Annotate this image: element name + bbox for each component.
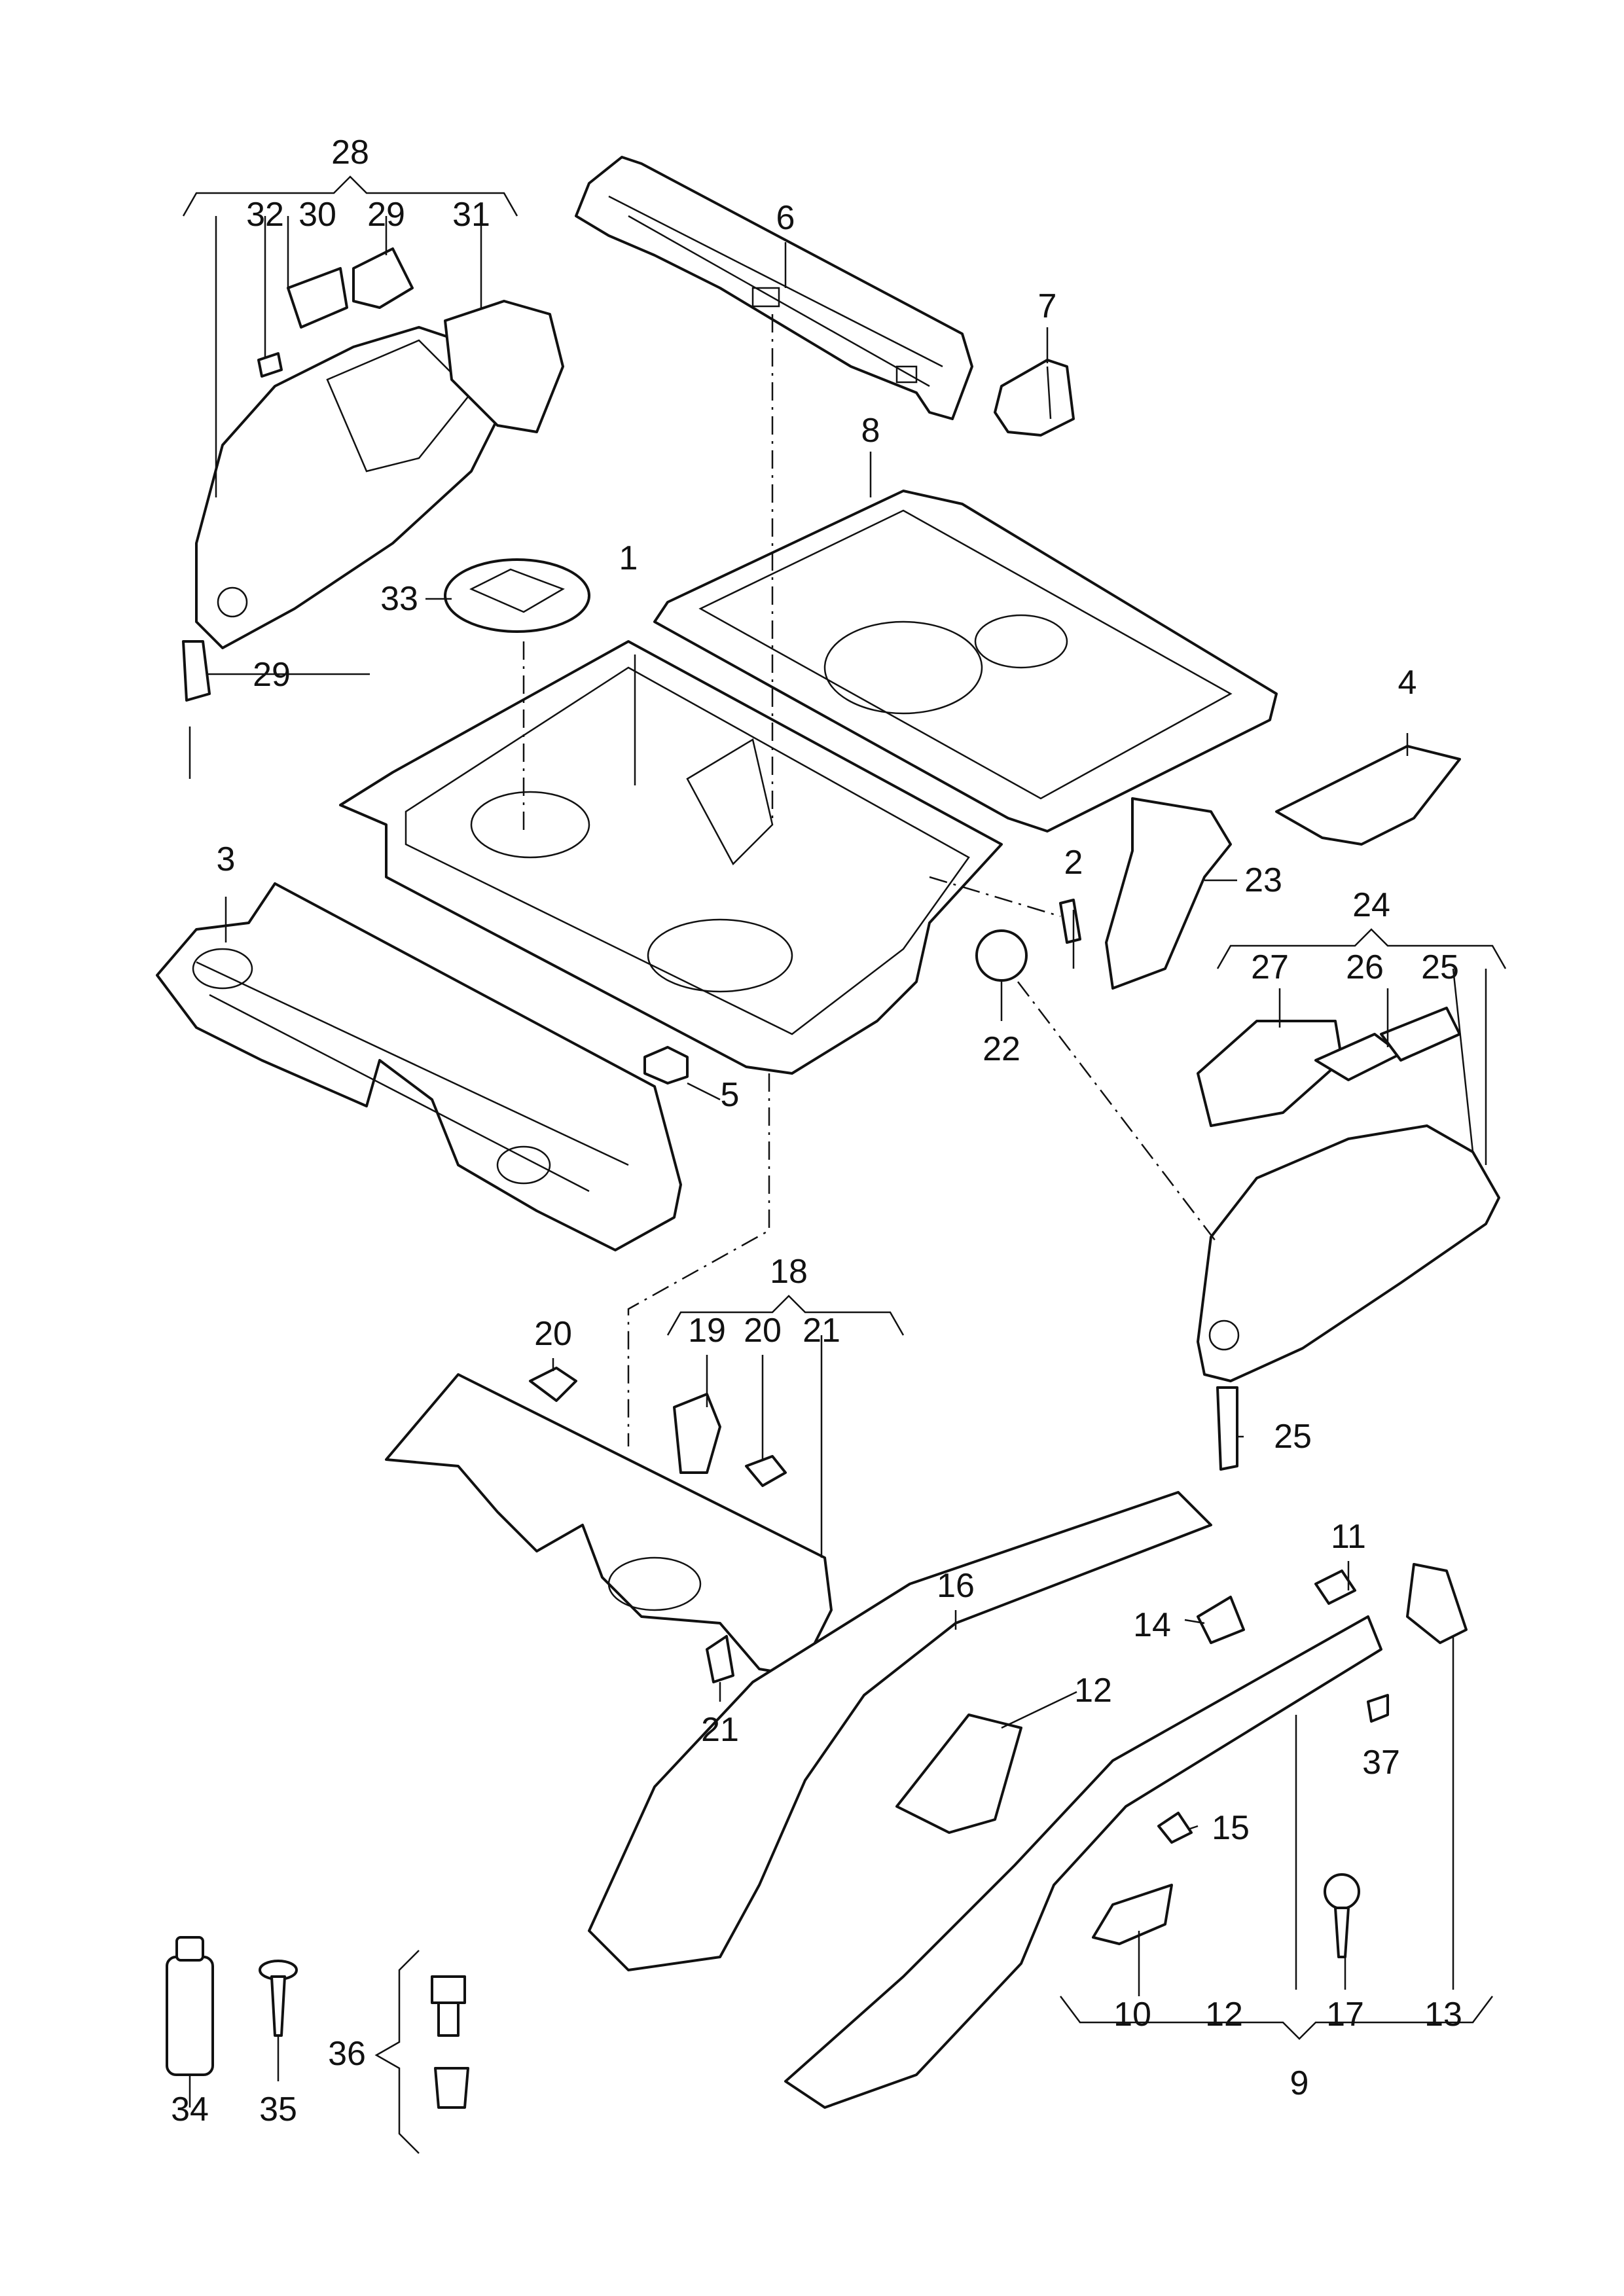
part-37-clip — [1367, 1694, 1389, 1723]
part-8-floor-panel — [653, 490, 1278, 833]
label-35: 35 — [259, 2090, 297, 2128]
label-33: 33 — [380, 580, 418, 618]
part-3-cross-member — [156, 882, 682, 1251]
label-17: 17 — [1326, 1996, 1364, 2034]
label-20-left: 20 — [534, 1315, 572, 1353]
part-27-liner — [1197, 1020, 1343, 1127]
label-6: 6 — [776, 199, 795, 237]
part-5-clip — [643, 1046, 689, 1085]
group-bracket-36 — [374, 1950, 420, 2154]
label-29-top: 29 — [367, 196, 405, 234]
part-20-clip-b — [745, 1455, 787, 1487]
part-6-cross-member — [575, 156, 973, 420]
label-20-right: 20 — [744, 1312, 782, 1350]
part-20-clip-a — [529, 1367, 577, 1402]
label-3: 3 — [217, 840, 236, 878]
part-2-clip — [1059, 899, 1081, 944]
part-1-floor-pan — [339, 640, 1003, 1075]
label-2: 2 — [1064, 844, 1083, 882]
label-32: 32 — [246, 196, 284, 234]
label-12-upper: 12 — [1074, 1672, 1112, 1710]
group-bracket-28 — [182, 175, 518, 217]
leader-lines — [189, 216, 1487, 2108]
label-19: 19 — [688, 1312, 726, 1350]
part-34-bottle — [166, 1936, 214, 2076]
label-11: 11 — [1331, 1518, 1366, 1556]
label-21-top: 21 — [803, 1312, 840, 1350]
label-25-bottom: 25 — [1274, 1418, 1312, 1456]
part-10-reinforcement — [1092, 1884, 1173, 1945]
part-9-side-member — [784, 1615, 1382, 2109]
label-1: 1 — [619, 539, 638, 577]
label-8: 8 — [861, 412, 880, 450]
part-7-bracket — [994, 359, 1075, 437]
label-22: 22 — [983, 1030, 1020, 1068]
part-23-pillar — [1105, 797, 1232, 990]
part-13-plate — [1406, 1563, 1468, 1644]
group-bracket-24 — [1216, 928, 1507, 969]
label-27: 27 — [1251, 948, 1289, 986]
part-14-bracket — [1197, 1596, 1245, 1644]
part-15-clip — [1157, 1812, 1193, 1844]
group-bracket-9 — [1060, 1996, 1493, 2040]
label-9: 9 — [1290, 2064, 1309, 2102]
alignment-line-22-to-24 — [1017, 981, 1218, 1244]
part-18-cross-member — [385, 1373, 833, 1677]
label-26: 26 — [1346, 948, 1384, 986]
label-10: 10 — [1113, 1996, 1151, 2034]
label-15: 15 — [1212, 1809, 1250, 1847]
alignment-line-1-to-18 — [627, 1073, 770, 1446]
part-12-reinforcement — [895, 1713, 1022, 1834]
part-29-bracket-top — [352, 247, 414, 309]
part-35-rivet — [259, 1960, 298, 2037]
part-4-panel — [1275, 745, 1461, 846]
label-18: 18 — [770, 1253, 808, 1291]
label-25-top: 25 — [1421, 948, 1459, 986]
part-30-bracket — [287, 267, 348, 329]
label-24: 24 — [1352, 886, 1390, 924]
label-30: 30 — [298, 196, 336, 234]
part-29-bracket-bottom — [182, 640, 211, 702]
label-13: 13 — [1424, 1996, 1462, 2034]
label-4: 4 — [1398, 664, 1417, 702]
part-33-cover — [444, 558, 590, 633]
part-32-clip — [257, 352, 283, 378]
part-19-bracket — [673, 1393, 721, 1474]
label-29-bottom: 29 — [253, 656, 291, 694]
part-11-clip — [1314, 1570, 1356, 1605]
part-36-fasteners — [431, 1975, 469, 2109]
label-21-bottom: 21 — [701, 1711, 739, 1749]
label-34: 34 — [171, 2090, 209, 2128]
part-22-grommet — [975, 929, 1028, 982]
part-17-screw — [1324, 1873, 1360, 1958]
label-36: 36 — [328, 2035, 366, 2073]
label-7: 7 — [1038, 287, 1057, 325]
alignment-line-1-to-2 — [929, 876, 1061, 918]
label-28: 28 — [331, 134, 369, 171]
label-31: 31 — [452, 196, 490, 234]
label-37: 37 — [1362, 1744, 1400, 1782]
label-23: 23 — [1244, 861, 1282, 899]
label-14: 14 — [1133, 1606, 1171, 1644]
part-25-bracket-bottom — [1216, 1386, 1238, 1471]
label-16: 16 — [937, 1567, 975, 1605]
part-21-clip — [706, 1635, 734, 1683]
part-24-wheel-housing-right — [1197, 1124, 1500, 1382]
label-5: 5 — [721, 1076, 740, 1114]
group-bracket-18 — [666, 1295, 905, 1336]
part-31-liner — [444, 300, 564, 433]
part-26-25-brackets — [1314, 1007, 1461, 1081]
label-12-lower: 12 — [1205, 1996, 1243, 2034]
